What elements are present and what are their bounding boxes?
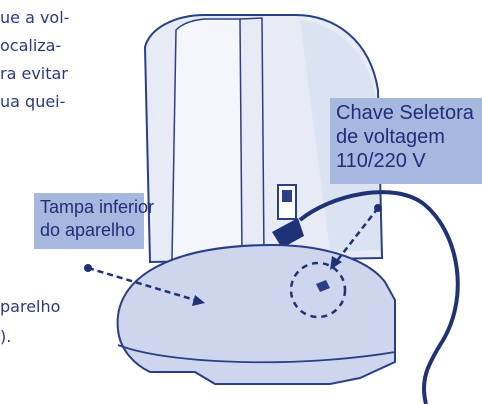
- callout-line: 110/220 V: [336, 150, 426, 172]
- base-slot: [316, 280, 330, 292]
- body-text-line: ocaliza-: [0, 36, 62, 55]
- body-text-line: ue a vol-: [0, 8, 70, 27]
- slot-highlight-circle: [289, 261, 347, 319]
- base-foot: [150, 371, 216, 385]
- body-text-line: ).: [0, 327, 12, 346]
- switch-arrow-line: [335, 207, 379, 263]
- callout-line: de voltagem: [336, 126, 445, 148]
- callout-line: do aparelho: [40, 220, 136, 240]
- appliance-seam: [239, 17, 265, 259]
- callout-line: Tampa inferior: [40, 197, 155, 217]
- appliance-base: [116, 243, 396, 385]
- body-text-line: ra evitar: [0, 64, 68, 83]
- cover-arrow-line: [87, 266, 196, 302]
- callout-line: Chave Seletora: [336, 102, 474, 124]
- cover-arrow-head: [192, 295, 205, 306]
- switch-arrow-dot: [374, 204, 382, 212]
- switch-rocker: [282, 190, 292, 202]
- cord-plug: [272, 218, 304, 248]
- power-cord: [298, 190, 460, 404]
- switch-arrow-head: [330, 256, 342, 270]
- appliance-panel-inner: [171, 18, 243, 261]
- body-text-line: parelho: [0, 297, 61, 316]
- bottom-cover-callout: Tampa inferior do aparelho: [34, 193, 155, 249]
- voltage-switch-callout: Chave Seletora de voltagem 110/220 V: [330, 98, 482, 184]
- body-text-line: ua quei-: [0, 92, 66, 111]
- cover-arrow-dot: [84, 264, 92, 272]
- base-rim: [117, 344, 396, 364]
